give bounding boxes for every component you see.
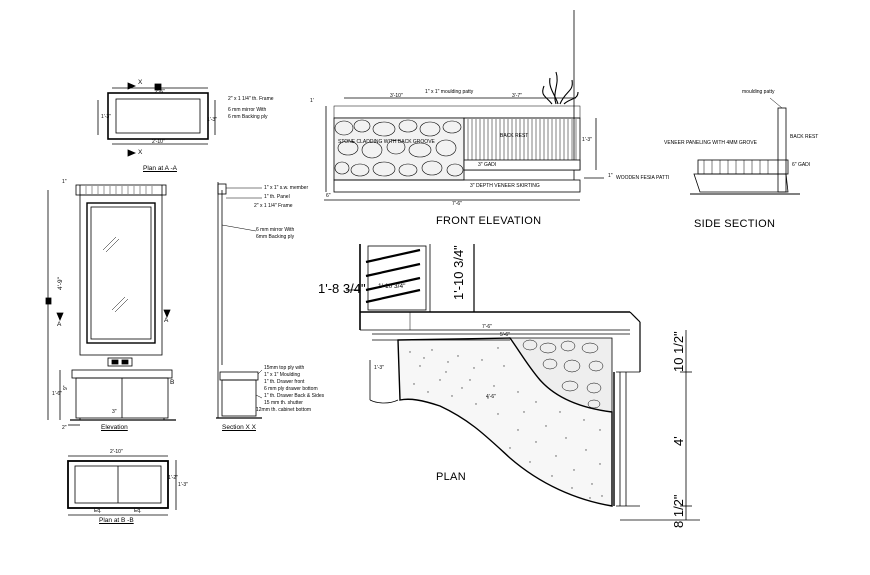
front-elevation-title: FRONT ELEVATION — [436, 215, 542, 227]
plan-aa-note-ply: 6 mm Backing ply — [228, 114, 268, 120]
side-label-gadi: 6" GADI — [792, 162, 811, 168]
plan-bb-title: Plan at B -B — [99, 517, 134, 524]
elevation-drawing — [45, 184, 176, 426]
front-dim-left-top: 3'-10" — [390, 93, 403, 99]
elevation-dim-top: 1" — [62, 179, 67, 185]
plan-aa-dim-right: 1'-3" — [207, 117, 217, 123]
front-dim-fesia: 1" — [608, 173, 613, 179]
elevation-dim-foot: 3" — [112, 409, 117, 415]
plan-dim-window: 1'-10 3/4" — [378, 283, 406, 290]
side-section-drawing — [690, 97, 800, 195]
elevation-marker-right: A — [164, 317, 169, 324]
plant-sketch — [542, 71, 579, 105]
front-dim-right-top: 3'-7" — [512, 93, 522, 99]
plan-aa-note-mirror: 6 mm mirror With — [228, 107, 267, 113]
curved-seating-edge — [397, 337, 613, 507]
side-note-veneer: VENEER PANELING WITH 4MM GROVE — [664, 140, 757, 146]
elevation-marker-b: B — [170, 379, 175, 386]
section-note-shutter: 15 mm th. shutter — [264, 400, 303, 406]
elevation-fluting — [85, 186, 153, 194]
section-note-ply: 6mm Backing ply — [256, 234, 295, 240]
plan-bb-label-left: Eq. — [94, 508, 102, 514]
plan-aa-title: Plan at A -A — [143, 165, 177, 172]
front-note-skirting: 3" DEPTH VENEER SKIRTING — [470, 183, 540, 189]
plan-aa-drawing — [97, 82, 216, 157]
section-xx-title: Section X X — [222, 424, 256, 431]
front-dim-bottom-left: 6" — [326, 193, 331, 199]
plan-aa-dim-bottom: 2'-10" — [152, 139, 165, 145]
plan-dim-top-vert: 1'-10 3/4" — [451, 245, 466, 300]
plan-bb-dim-top: 2'-10" — [110, 449, 123, 455]
elevation-dim-bottom: 2" — [62, 425, 67, 431]
front-dim-left-side: 1' — [310, 98, 314, 104]
plan-aa-dim-left: 1'-3" — [101, 114, 111, 120]
front-dim-total: 7'-6" — [452, 201, 462, 207]
section-note-moulding: 1" x 1" Moulding — [264, 372, 301, 378]
section-note-top: 15mm top ply with — [264, 365, 305, 371]
front-dim-height: 1'-3" — [582, 137, 592, 143]
front-note-moulding: 1" x 1" moulding patty — [425, 89, 474, 95]
plan-dim-left: 1'-8 3/4" — [318, 281, 366, 296]
elevation-marker-left: A — [57, 321, 62, 328]
plan-bb-drawing — [67, 455, 177, 516]
front-label-gadi: 3" GADI — [478, 162, 497, 168]
plan-aa-marker-top: X — [138, 79, 143, 86]
section-note-member: 1" x 1" s.w. member — [264, 185, 309, 191]
plan-aa-dim-top: 2'-6" — [155, 89, 165, 95]
plan-dim-side: 1'-3" — [374, 365, 384, 371]
plan-bb-dim-left-inner: 1'-2" — [168, 475, 178, 481]
front-label-backrest: BACK REST — [500, 133, 529, 139]
side-section-title: SIDE SECTION — [694, 218, 776, 230]
speckle-pattern — [409, 347, 603, 499]
plan-dim-right-c: 8 1/2" — [671, 494, 686, 528]
front-note-fesia: WOODEN FESIA PATTI — [616, 175, 670, 181]
section-note-cabinet: 12mm th. cabinet bottom — [256, 407, 312, 413]
elevation-dim-drawer: 9" — [63, 385, 69, 390]
side-note-moulding: moulding patty — [742, 89, 775, 95]
plan-dim-right-a: 10 1/2" — [671, 331, 686, 372]
front-elevation-drawing — [324, 10, 604, 201]
plan-dim-diag: 4'-6" — [486, 394, 496, 400]
side-label-backrest: BACK REST — [790, 134, 819, 140]
plan-aa-note-frame: 2" x 1 1/4" th. Frame — [228, 96, 274, 102]
section-note-drawer-front: 1" th. Drawer front — [264, 379, 305, 385]
plan-aa-marker-bottom: X — [138, 149, 143, 156]
section-note-mirror: 6 mm mirror With — [256, 227, 295, 233]
elevation-dim-main: 4'-9" — [57, 277, 64, 290]
large-plan-drawing — [346, 244, 700, 521]
plan-title: PLAN — [436, 471, 466, 483]
elevation-dim-base: 1'-6" — [52, 391, 62, 397]
elevation-title: Elevation — [101, 424, 128, 431]
front-note-stone: STONE CLADDING WITH BACK GROOVE — [338, 139, 435, 145]
plan-dim-right-b: 4' — [671, 436, 686, 446]
section-note-frame: 2" x 1 1/4" Frame — [254, 203, 293, 209]
section-note-panel: 1" th. Panel — [264, 194, 290, 200]
plan-bb-dim-right: 1'-3" — [178, 482, 188, 488]
stone-cladding-pattern — [334, 119, 464, 177]
plan-dim-width1: 7'-6" — [482, 324, 492, 330]
section-xx-drawing — [216, 182, 263, 419]
plan-dim-width2: 5'-6" — [500, 332, 510, 338]
plan-bb-label-right: Eq. — [134, 508, 142, 514]
section-note-drawer-bottom: 6 mm ply drawer bottom — [264, 386, 318, 392]
section-note-drawer-back: 1" th. Drawer Back & Sides — [264, 393, 325, 399]
